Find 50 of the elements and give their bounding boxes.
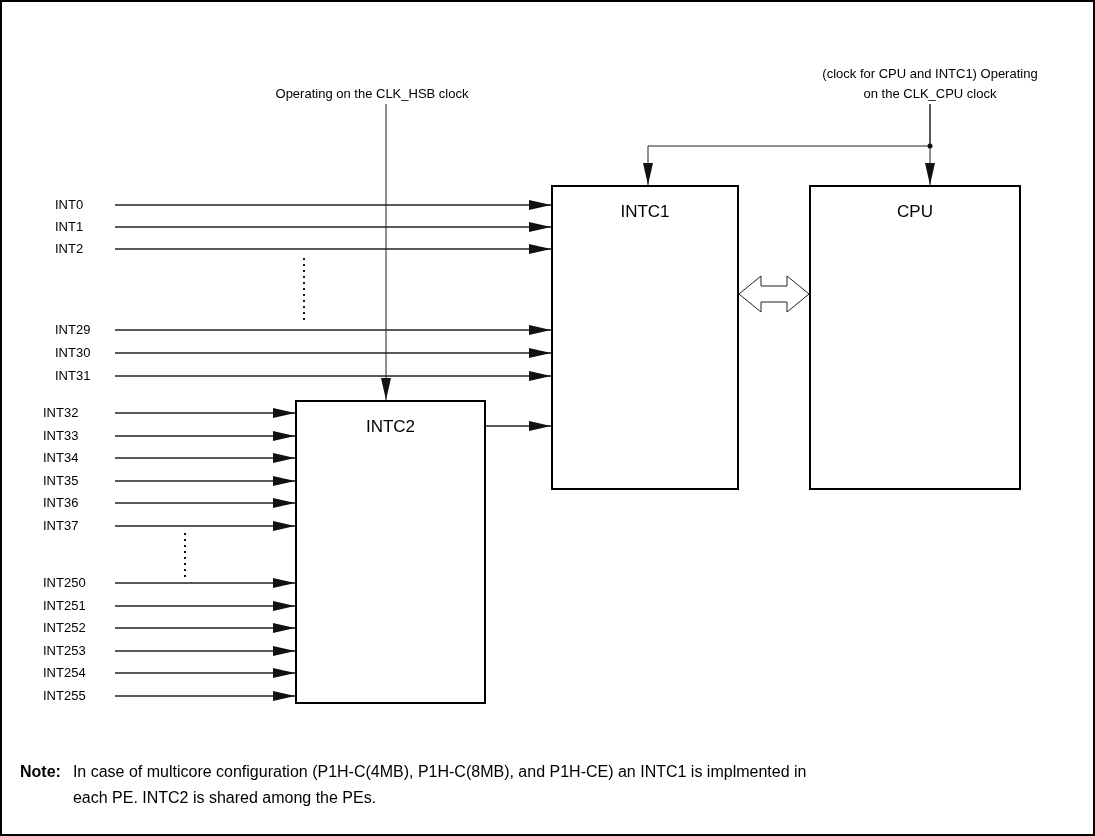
block-box [551,185,739,490]
note-heading: Note: [20,762,61,782]
signal-label: INT251 [43,598,112,614]
signal-label: INT250 [43,575,112,591]
signal-label: INT1 [55,219,112,235]
arrow [114,578,296,588]
arrow [114,646,296,656]
signal-label: INT35 [43,473,112,489]
arrow [114,623,296,633]
clock-note: Operating on the CLK_HSB clock [202,86,542,104]
arrow [114,200,552,210]
block-label: INTC1 [620,201,670,223]
arrow [114,431,296,441]
signal-label: INT253 [43,643,112,659]
arrow [114,668,296,678]
arrow [114,453,296,463]
arrow [114,498,296,508]
signal-label: INT29 [55,322,112,338]
signal-label: INT252 [43,620,112,636]
arrow [114,691,296,701]
signal-label: INT0 [55,197,112,213]
block-label: CPU [897,201,933,223]
note-text: In case of multicore configuration (P1H-C(4MB), P1H-C(8MB), and P1H-CE) an INTC1 is implmented in each PE. INTC2 is shared among the PEs. [72,762,808,808]
signal-label: INT30 [55,345,112,361]
block-label: INTC2 [365,416,416,438]
block-box [295,400,486,704]
arrow [114,476,296,486]
signal-label: INT33 [43,428,112,444]
signal-label: INT36 [43,495,112,511]
arrow [114,325,552,335]
signal-label: INT255 [43,688,112,704]
arrow [114,408,296,418]
arrow [114,521,296,531]
arrow [643,103,931,186]
arrow [114,371,552,381]
signal-label: INT2 [55,241,112,257]
arrow [485,421,552,431]
block-box [809,185,1021,490]
signal-label: INT37 [43,518,112,534]
arrow [381,103,391,401]
arrow [114,348,552,358]
arrow [114,601,296,611]
signal-label: INT32 [43,405,112,421]
double-arrow [738,275,810,313]
signal-label: INT254 [43,665,112,681]
arrow [114,222,552,232]
signal-label: INT34 [43,450,112,466]
arrow [114,244,552,254]
signal-label: INT31 [55,368,112,384]
clock-note: (clock for CPU and INTC1) Operating on the CLK_CPU clock [820,64,1040,104]
